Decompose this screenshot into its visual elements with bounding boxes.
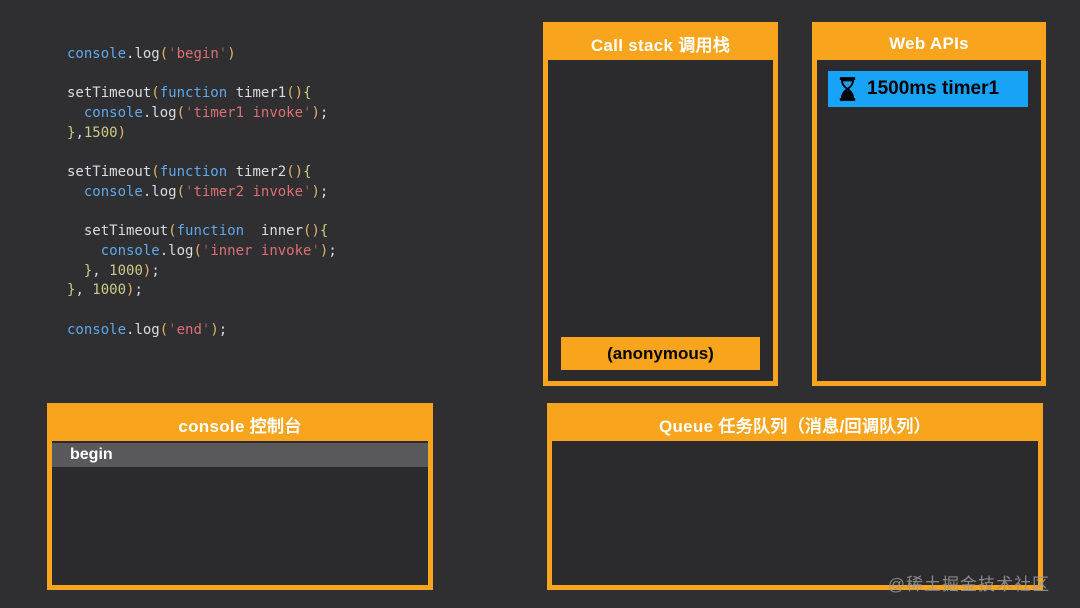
- code-line: console.log('end');: [67, 321, 228, 338]
- panel-web-apis: Web APIs 1500ms timer1: [812, 22, 1046, 386]
- webapi-timer-item: 1500ms timer1: [828, 71, 1028, 107]
- call-stack-body: (anonymous): [548, 60, 773, 381]
- webapi-item-label: 1500ms timer1: [867, 78, 1000, 99]
- queue-title: Queue 任务队列（消息/回调队列）: [552, 408, 1038, 441]
- panel-call-stack: Call stack 调用栈 (anonymous): [543, 22, 778, 386]
- console-body: begin: [52, 441, 428, 585]
- code-line: console.log('timer2 invoke');: [83, 183, 329, 200]
- web-apis-title: Web APIs: [817, 27, 1041, 60]
- watermark: @稀土掘金技术社区: [887, 575, 1050, 594]
- hourglass-icon: [839, 77, 856, 101]
- code-line: setTimeout(function timer1(){: [67, 85, 312, 102]
- code-line: console.log('timer1 invoke');: [83, 105, 329, 122]
- stack-frame: (anonymous): [561, 337, 760, 370]
- code-line: }, 1000);: [83, 262, 160, 279]
- code-line: [67, 203, 337, 223]
- panel-console: console 控制台 begin: [47, 403, 433, 590]
- code-line: console.log('inner invoke');: [100, 242, 337, 259]
- code-line: console.log('begin'): [67, 46, 236, 62]
- code-line: setTimeout(function inner(){: [83, 223, 329, 240]
- console-title: console 控制台: [52, 408, 428, 441]
- code-line: [67, 143, 337, 163]
- call-stack-title: Call stack 调用栈: [548, 27, 773, 60]
- queue-body: [552, 441, 1038, 585]
- code-block: console.log('begin') setTimeout(function…: [67, 45, 337, 340]
- code-line: },1500): [67, 124, 127, 141]
- code-line: }, 1000);: [67, 282, 143, 299]
- web-apis-body: 1500ms timer1: [817, 60, 1041, 381]
- code-line: [67, 301, 337, 321]
- code-line: setTimeout(function timer2(){: [67, 164, 312, 181]
- console-log-row: begin: [52, 443, 428, 467]
- panel-queue: Queue 任务队列（消息/回调队列）: [547, 403, 1043, 590]
- code-line: [67, 65, 337, 85]
